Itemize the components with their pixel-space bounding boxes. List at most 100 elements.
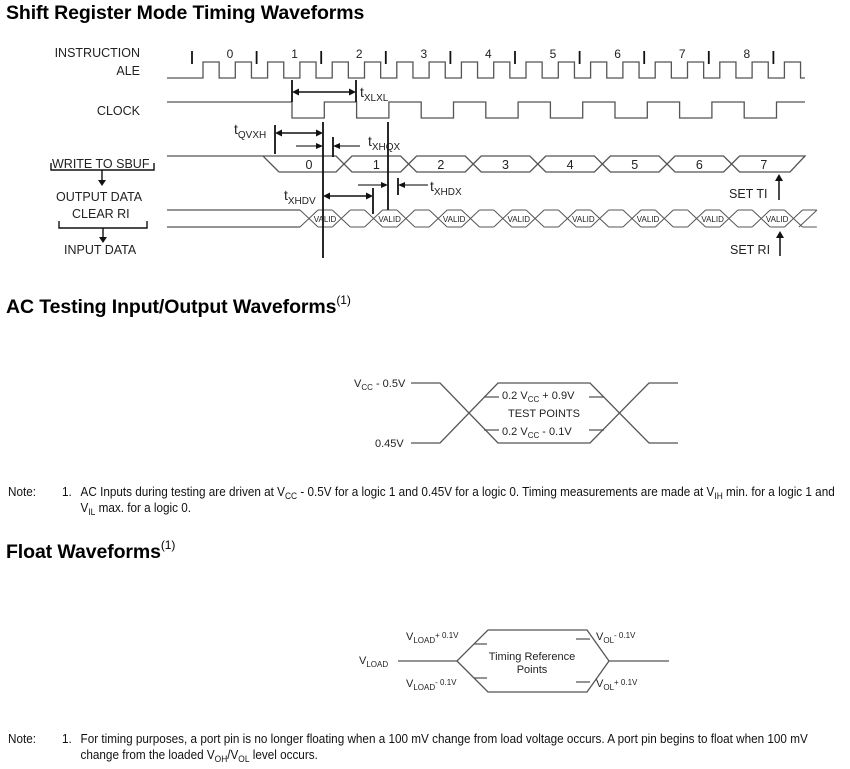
input-bit-cell [493, 209, 527, 228]
input-bit-cell [428, 209, 462, 228]
float-vol-plus: VOL+ 0.1V [596, 678, 638, 692]
float-load-minus: VLOAD- 0.1V [406, 678, 457, 692]
input-bit-cell [331, 209, 365, 228]
t-xhdx-label: tXHDX [430, 178, 462, 198]
output-bit-cell [263, 155, 345, 173]
valid-label: VALID [766, 215, 789, 224]
input-data-lead [167, 209, 300, 228]
input-bit-cell [558, 209, 591, 228]
input-bit-cell [396, 209, 430, 228]
output-bit-label: 1 [373, 158, 380, 172]
output-bit-label: 5 [631, 158, 638, 172]
label-ale: ALE [116, 64, 140, 78]
ac-test-points-label: TEST POINTS [508, 408, 580, 420]
input-bit-cell [299, 209, 333, 228]
valid-label: VALID [701, 215, 724, 224]
input-data-tail [798, 209, 818, 228]
float-waveform-lines [398, 629, 669, 693]
float-note: Note: 1. For timing purposes, a port pin… [8, 731, 845, 764]
write-sbuf-arrowhead [98, 180, 106, 186]
set-ri-arrowhead [776, 231, 784, 238]
instruction-number: 1 [291, 47, 298, 61]
t-xlxl-label: tXLXL [360, 84, 389, 104]
input-bit-cell [751, 209, 785, 228]
ac-testing-note: Note: 1. AC Inputs during testing are dr… [8, 484, 845, 517]
input-bit-cell [784, 209, 817, 228]
float-title: Float Waveforms(1) [6, 538, 176, 564]
ac-test-lower: 0.2 VCC - 0.1V [502, 426, 572, 440]
set-ri-label: SET RI [730, 243, 770, 257]
output-data-lead [167, 155, 280, 173]
ac-testing-title-text: AC Testing Input/Output Waveforms [6, 296, 337, 318]
label-instruction: INSTRUCTION [55, 46, 140, 60]
ale-waveform-group: 0 1 2 3 4 5 6 7 8 [167, 47, 805, 79]
set-ti-label: SET TI [729, 187, 767, 201]
ac-testing-waveform-diagram: VCC - 0.5V 0.45V 0.2 VCC + 0.9V TEST POI… [354, 378, 678, 450]
valid-label: VALID [508, 215, 531, 224]
float-center-line1: Timing Reference [489, 651, 575, 663]
ac-waveform-lines [411, 382, 678, 444]
valid-label: VALID [443, 215, 466, 224]
clock-waveform-group [167, 101, 805, 119]
t-xhqx-label: tXHQX [368, 133, 401, 153]
instruction-number: 0 [227, 47, 234, 61]
float-waveform-diagram: VLOAD VLOAD+ 0.1V VLOAD- 0.1V VOL- 0.1V … [359, 629, 669, 693]
float-title-text: Float Waveforms [6, 541, 161, 563]
label-write-to-sbuf: WRITE TO SBUF [52, 157, 150, 171]
label-clear-ri: CLEAR RI [72, 207, 130, 221]
input-bit-cell [654, 209, 688, 228]
valid-label: VALID [637, 215, 660, 224]
ac-test-upper: 0.2 VCC + 0.9V [502, 390, 575, 404]
ac-testing-title: AC Testing Input/Output Waveforms(1) [6, 293, 351, 319]
note-tag: Note: [8, 485, 37, 499]
label-input-data: INPUT DATA [64, 243, 137, 257]
note-number: 1. [61, 485, 72, 499]
input-bit-cell [364, 209, 397, 228]
note-body: AC Inputs during testing are driven at V… [80, 485, 835, 517]
output-data-waveform-group: 0 1 2 3 4 5 6 7 [167, 155, 807, 173]
instruction-number: 8 [743, 47, 750, 61]
valid-label: VALID [572, 215, 595, 224]
note-body: For timing purposes, a port pin is no lo… [80, 732, 808, 764]
shift-register-timing-diagram: INSTRUCTION ALE CLOCK WRITE TO SBUF OUTP… [50, 46, 818, 258]
instruction-number: 6 [614, 47, 621, 61]
t-xhdv-label: tXHDV [284, 187, 316, 207]
output-bit-label: 6 [696, 158, 703, 172]
output-bit-label: 3 [502, 158, 509, 172]
note-number: 1. [61, 732, 72, 746]
input-data-waveform-group: VALID VALID VALID VALID VALID VALID VALID VALID [167, 209, 818, 228]
valid-label: VALID [378, 215, 401, 224]
instruction-number: 5 [550, 47, 557, 61]
timing-annotations: tXLXL tQVXH tXHQX tXHDV tXHDX [234, 80, 462, 258]
output-bit-cell [730, 155, 807, 173]
float-center-line2: Points [517, 664, 548, 676]
shift-register-title-text: Shift Register Mode Timing Waveforms [6, 2, 365, 24]
shift-register-title: Shift Register Mode Timing Waveforms [6, 2, 364, 25]
instruction-number: 2 [356, 47, 363, 61]
float-footnote-ref: (1) [160, 538, 176, 552]
input-bit-cell [719, 209, 753, 228]
clear-ri-arrowhead [99, 237, 107, 243]
clear-ri-bracket [58, 221, 148, 229]
instruction-number: 7 [679, 47, 686, 61]
ale-waveform [167, 61, 805, 79]
ac-testing-footnote-ref: (1) [336, 293, 351, 307]
note-tag: Note: [8, 732, 37, 746]
input-bit-cell [622, 209, 656, 228]
label-clock: CLOCK [97, 104, 141, 118]
input-bit-cell [687, 209, 720, 228]
instruction-number: 4 [485, 47, 492, 61]
float-v-load: VLOAD [359, 655, 388, 669]
valid-label: VALID [314, 215, 337, 224]
ac-level-high: VCC - 0.5V [354, 378, 406, 392]
output-bit-label: 7 [760, 158, 767, 172]
input-bit-cell [525, 209, 559, 228]
label-output-data: OUTPUT DATA [56, 190, 143, 204]
output-bit-label: 0 [306, 158, 313, 172]
t-qvxh-label: tQVXH [234, 121, 266, 141]
output-bit-label: 2 [437, 158, 444, 172]
output-bit-label: 4 [567, 158, 574, 172]
ac-level-low: 0.45V [375, 438, 404, 450]
float-vol-minus: VOL- 0.1V [596, 631, 636, 645]
instruction-number: 3 [420, 47, 427, 61]
